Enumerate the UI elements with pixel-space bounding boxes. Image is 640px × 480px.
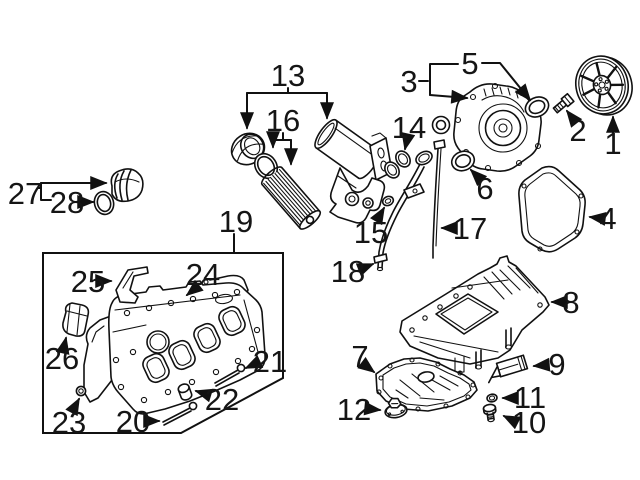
crank-bolt-part (552, 92, 575, 114)
front-seal-part (524, 96, 550, 118)
leader-2 (565, 109, 583, 128)
filler-cap-part (110, 168, 144, 203)
flanged-plug-part (384, 397, 408, 419)
filter-housing-part (314, 118, 393, 224)
callout-6: 6 (476, 171, 493, 206)
leader-18 (355, 263, 375, 277)
leader-23 (65, 397, 80, 417)
callout-25: 25 (71, 264, 105, 299)
plate-gasket-part (518, 165, 586, 253)
callout-5: 5 (461, 46, 478, 81)
callout-20: 20 (116, 404, 150, 439)
leader-3 (429, 89, 469, 104)
callout-24: 24 (186, 257, 220, 292)
cap-part (62, 302, 90, 337)
small-oring-part (381, 195, 395, 207)
callout-9: 9 (548, 347, 565, 382)
callout-16: 16 (266, 103, 300, 138)
leader-4 (588, 212, 607, 226)
callout-27: 27 (8, 176, 42, 211)
timing-cover-part (453, 82, 542, 172)
leader-5 (481, 62, 532, 102)
callout-11: 11 (514, 380, 546, 415)
drain-washer-part (486, 393, 498, 403)
leader-24 (185, 279, 204, 297)
leader-12 (363, 401, 382, 416)
callout-21: 21 (253, 344, 287, 379)
bracket-part (115, 266, 149, 304)
callout-23: 23 (52, 405, 86, 440)
callout-26: 26 (45, 341, 79, 376)
callout-8: 8 (562, 285, 579, 320)
filler-cap-oring-part (93, 190, 115, 216)
callout-15: 15 (354, 215, 388, 250)
callouts: 1 2 3 5 4 6 7 8 9 10 11 12 (8, 46, 622, 440)
callout-4: 4 (599, 201, 616, 236)
leader-22 (194, 388, 214, 403)
leader-15 (370, 206, 385, 226)
leader-26 (55, 336, 70, 355)
callout-3: 3 (400, 64, 417, 99)
leader-10 (502, 415, 522, 430)
seal-part (450, 150, 476, 172)
callout-19: 19 (219, 204, 253, 239)
spacer-part (177, 383, 193, 401)
callout-2: 2 (569, 113, 586, 148)
dipstick-tube-part (373, 150, 433, 272)
leader-9 (532, 357, 551, 372)
cover-bolt-part (162, 401, 198, 426)
leader-13-bracket (246, 87, 328, 94)
leader-14 (401, 132, 416, 151)
callout-13: 13 (271, 58, 305, 93)
leader-3-bracket (418, 63, 459, 96)
callout-1: 1 (604, 126, 621, 161)
callout-18: 18 (331, 254, 365, 289)
leader-27-bracket (37, 182, 52, 201)
leader-6 (469, 168, 488, 187)
callout-7: 7 (351, 339, 368, 374)
callout-10: 10 (512, 405, 546, 440)
callout-12: 12 (337, 392, 371, 427)
callout-14: 14 (392, 110, 426, 145)
leader-7 (357, 356, 376, 374)
drain-plug-part (482, 403, 497, 423)
callout-17: 17 (453, 211, 487, 246)
dipstick-part (431, 115, 451, 259)
sealant-part (488, 354, 529, 384)
callout-22: 22 (205, 382, 239, 417)
housing-gasket-part (384, 150, 411, 179)
filter-element-part (260, 166, 322, 230)
pulley-part (575, 55, 633, 116)
callout-28: 28 (50, 185, 84, 220)
grommet-part (75, 385, 87, 397)
upper-oil-pan-part (399, 255, 550, 373)
leader-21 (244, 355, 264, 369)
